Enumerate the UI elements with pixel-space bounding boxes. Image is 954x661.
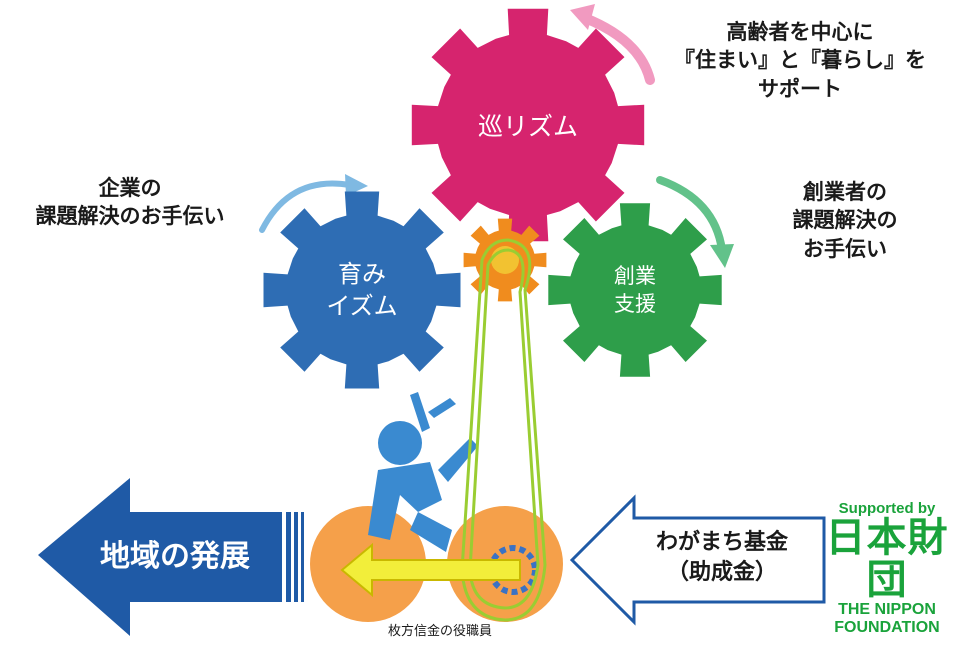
caption-right: 創業者の 課題解決の お手伝い <box>745 178 945 263</box>
caption-right-line1: 創業者の <box>803 180 887 204</box>
arrow-yellow-left <box>340 542 521 598</box>
fund-label-line2: （助成金） <box>666 559 777 585</box>
gear-left-body <box>263 191 461 389</box>
arrow-development <box>38 478 304 636</box>
nippon-foundation-name-en-2: FOUNDATION <box>834 619 940 636</box>
gear-top-body <box>411 8 645 242</box>
gear-hagukumi <box>263 191 461 389</box>
caption-top-right: 高齢者を中心に 『住まい』と『暮らし』を サポート <box>660 18 940 103</box>
gear-label-hagukumi: 育み イズム <box>302 258 422 323</box>
rotation-arrow-left <box>259 180 353 233</box>
caption-left-line1: 企業の <box>98 176 162 200</box>
gear-junrizumu <box>411 8 645 242</box>
caption-left: 企業の 課題解決のお手伝い <box>0 174 260 231</box>
rotation-arrow-right-head <box>710 244 734 268</box>
arrow-fund <box>569 494 826 626</box>
gear-label-hagukumi-line1: 育み <box>338 260 386 288</box>
gear-label-junrizumu: 巡リズム <box>477 112 578 141</box>
bicycle-wheel-right-gear <box>488 545 538 595</box>
fund-label-line1: わがまち基金 <box>655 530 788 555</box>
gear-label-sougyo-line1: 創業 <box>614 264 656 288</box>
cyclist-figure <box>368 392 478 552</box>
gear-label-hagukumi-line2: イズム <box>326 292 398 321</box>
rotation-arrow-top-head <box>570 4 595 30</box>
nippon-foundation-logo: Supported by 日本財団 THE NIPPON FOUNDATION <box>822 500 952 637</box>
caption-top-right-line3: サポート <box>758 76 842 101</box>
rotation-arrow-right <box>656 176 726 254</box>
rotation-arrow-top <box>580 13 655 85</box>
chain-belt <box>460 238 547 622</box>
gear-small-center <box>463 218 547 302</box>
caption-top-right-line2: 『住まい』と『暮らし』を <box>674 48 926 73</box>
nippon-foundation-name-jp: 日本財団 <box>825 516 949 602</box>
caption-left-line2: 課題解決のお手伝い <box>35 204 225 229</box>
fund-label: わがまち基金 （助成金） <box>622 528 822 587</box>
gear-sougyo <box>548 203 722 377</box>
gear-label-sougyo-line2: 支援 <box>614 292 656 317</box>
gear-right-body <box>548 203 722 377</box>
supported-by-label: Supported by <box>838 500 936 517</box>
rotation-arrow-left-head <box>345 174 368 196</box>
bicycle-caption: 枚方信金の役職員 <box>387 624 492 639</box>
caption-right-line2: 課題解決の <box>792 208 898 233</box>
caption-top-right-line1: 高齢者を中心に <box>726 20 874 44</box>
gear-label-sougyo: 創業 支援 <box>585 262 685 319</box>
caption-right-line3: お手伝い <box>803 236 887 261</box>
development-label: 地域の発展 <box>100 539 250 574</box>
nippon-foundation-name-en-1: THE NIPPON <box>838 601 936 618</box>
